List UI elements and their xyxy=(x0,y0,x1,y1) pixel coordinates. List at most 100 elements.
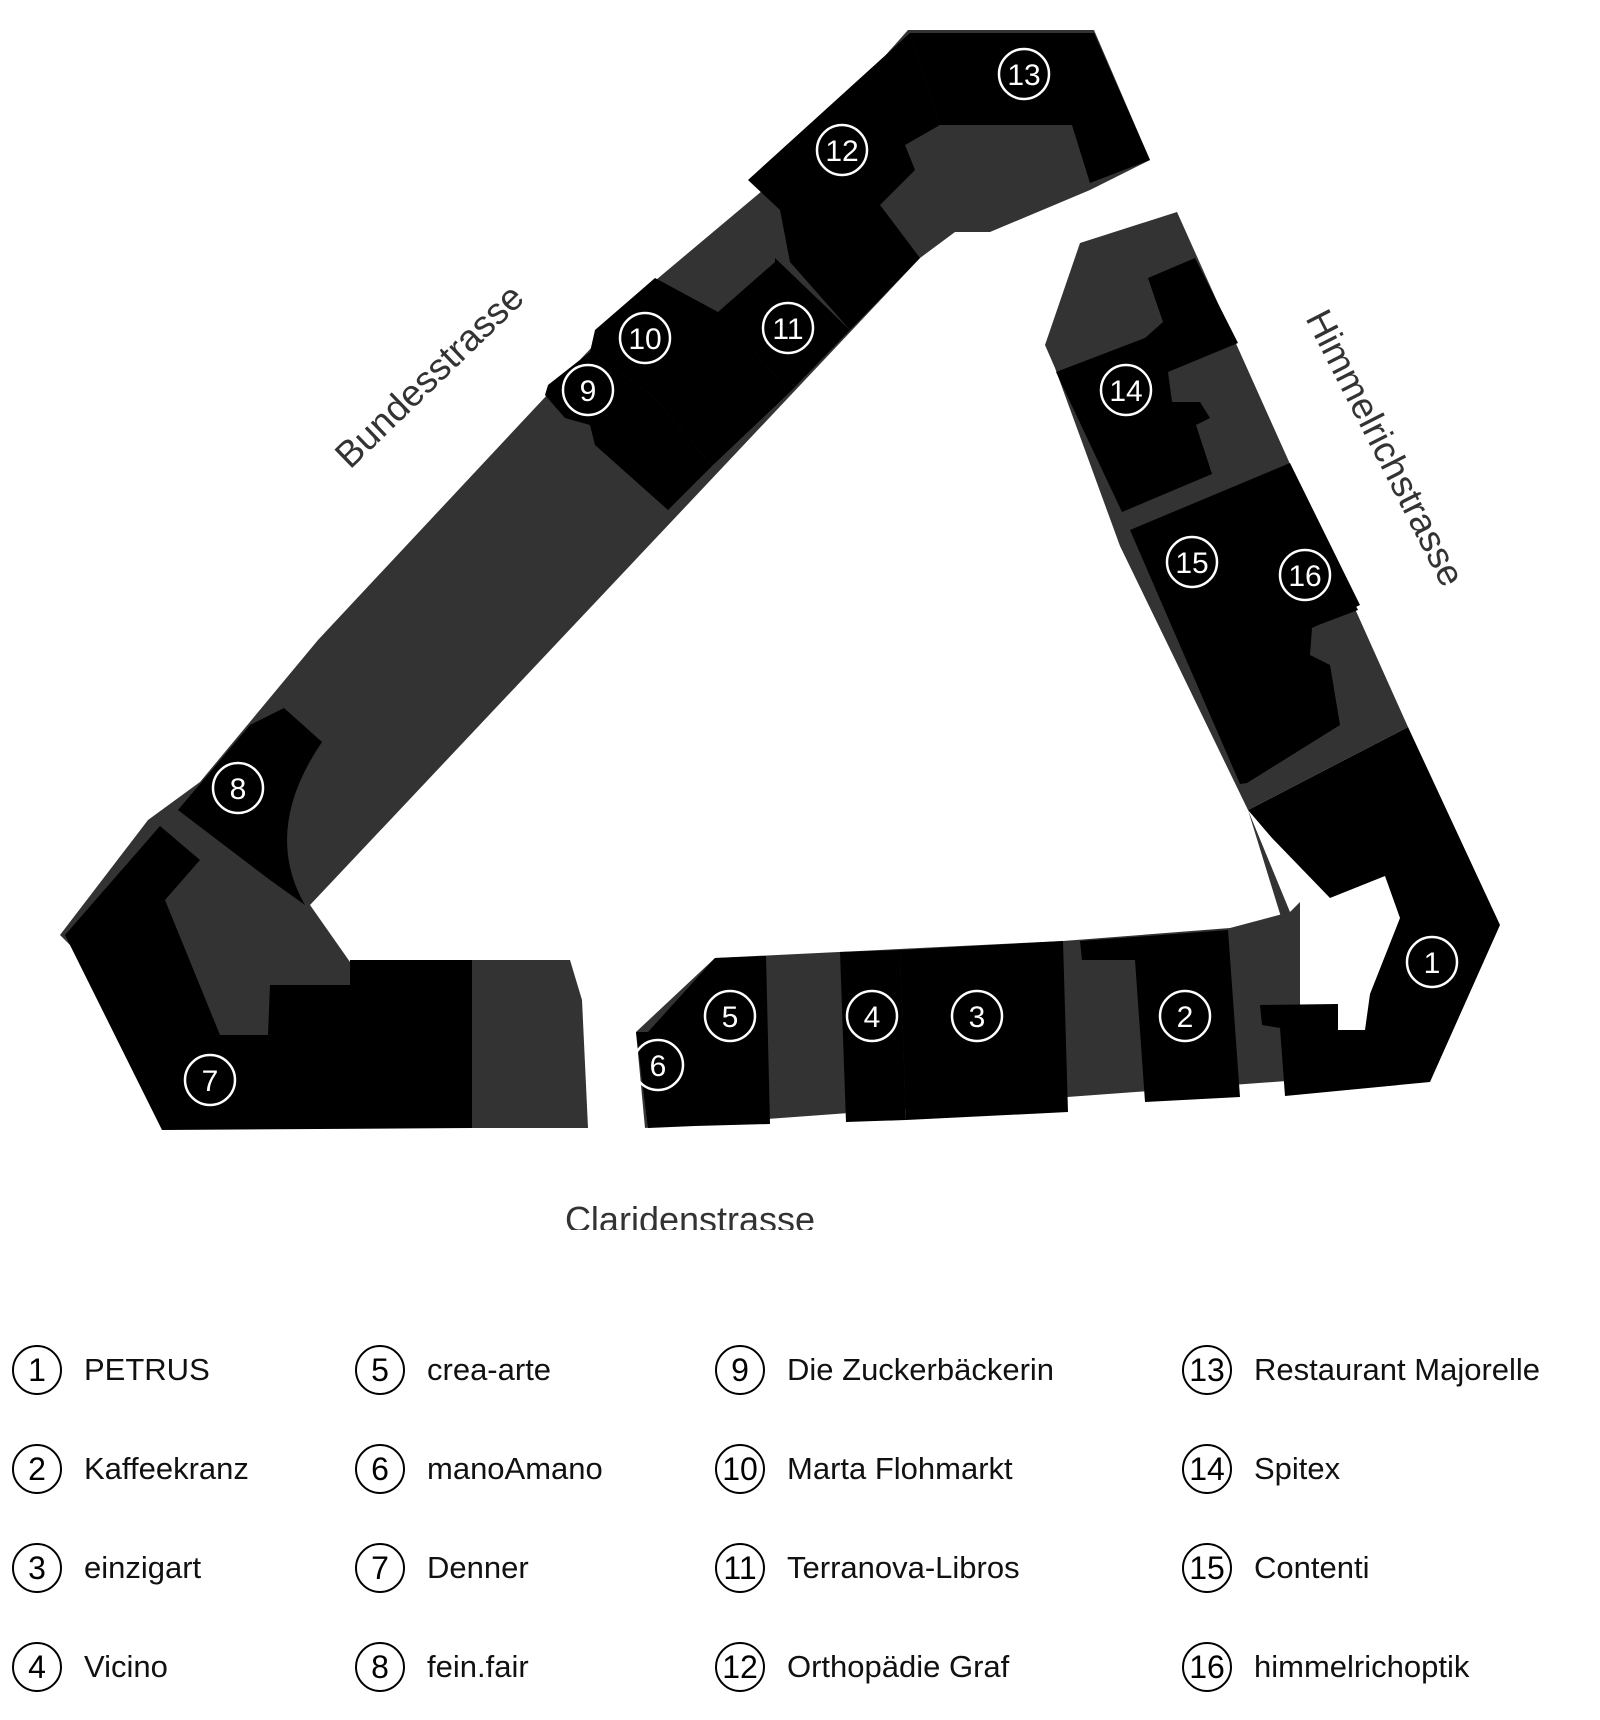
map-badge-number: 8 xyxy=(230,773,247,806)
legend-shop-name: Die Zuckerbäckerin xyxy=(787,1352,1055,1387)
map-badge-number: 9 xyxy=(580,375,597,408)
map-badge-4[interactable]: 4 xyxy=(845,989,899,1043)
map-badge-number: 4 xyxy=(864,1001,881,1034)
legend-shop-name: PETRUS xyxy=(84,1352,210,1387)
unit-8-shape[interactable] xyxy=(178,708,322,905)
legend-item-14[interactable]: 14 Spitex xyxy=(1182,1439,1340,1499)
map-badge-circle xyxy=(997,47,1051,101)
legend-shop-name: Marta Flohmarkt xyxy=(787,1451,1013,1486)
legend-item-9[interactable]: 9 Die Zuckerbäckerin xyxy=(715,1340,1054,1400)
map-badge-circle xyxy=(845,989,899,1043)
west-wing xyxy=(60,30,1150,1130)
map-badge-circle xyxy=(561,363,615,417)
map-badge-circle xyxy=(950,989,1004,1043)
legend-shop-name: Contenti xyxy=(1254,1550,1370,1585)
unit-7-annex xyxy=(472,960,588,1128)
map-badge-circle xyxy=(1278,548,1332,602)
unit-1-shape[interactable] xyxy=(1248,727,1500,1096)
map-badge-9[interactable]: 9 xyxy=(561,363,615,417)
legend-number-badge: 16 xyxy=(1182,1642,1232,1692)
legend-number-badge: 11 xyxy=(715,1543,765,1593)
unit-14-shape[interactable] xyxy=(1056,258,1238,512)
legend-item-1[interactable]: 1 PETRUS xyxy=(12,1340,210,1400)
map-badge-5[interactable]: 5 xyxy=(703,989,757,1043)
west-common-area xyxy=(60,30,1150,1035)
unit-5-shape[interactable] xyxy=(648,956,770,1126)
map-badge-circle xyxy=(211,761,265,815)
map-badge-11[interactable]: 11 xyxy=(761,301,815,355)
unit-10-shape[interactable] xyxy=(590,278,790,466)
map-badge-12[interactable]: 12 xyxy=(815,123,869,177)
legend-number-badge: 13 xyxy=(1182,1345,1232,1395)
map-badge-13[interactable]: 13 xyxy=(997,47,1051,101)
map-badge-circle xyxy=(618,311,672,365)
legend-shop-name: manoAmano xyxy=(427,1451,603,1486)
map-badge-circle xyxy=(183,1053,237,1107)
map-badge-16[interactable]: 16 xyxy=(1278,548,1332,602)
map-badge-3[interactable]: 3 xyxy=(950,989,1004,1043)
legend-number-badge: 14 xyxy=(1182,1444,1232,1494)
unit-3-shape[interactable] xyxy=(900,941,1068,1120)
map-badge-number: 2 xyxy=(1177,1001,1194,1034)
map-badge-number: 6 xyxy=(650,1050,667,1083)
legend-item-8[interactable]: 8 fein.fair xyxy=(355,1637,529,1697)
legend-shop-name: himmelrichoptik xyxy=(1254,1649,1470,1684)
legend-number-badge: 9 xyxy=(715,1345,765,1395)
legend-item-12[interactable]: 12 Orthopädie Graf xyxy=(715,1637,1009,1697)
legend-number-badge: 15 xyxy=(1182,1543,1232,1593)
floor-plan-map: Bundesstrasse Himmelrichstrasse Clariden… xyxy=(60,30,1500,1230)
legend-number-badge: 4 xyxy=(12,1642,62,1692)
map-badge-circle xyxy=(1165,535,1219,589)
unit-9-shape[interactable] xyxy=(545,352,712,510)
map-badge-number: 14 xyxy=(1109,375,1142,408)
map-badge-15[interactable]: 15 xyxy=(1165,535,1219,589)
legend-number-badge: 8 xyxy=(355,1642,405,1692)
legend-item-5[interactable]: 5 crea-arte xyxy=(355,1340,551,1400)
legend-number-badge: 7 xyxy=(355,1543,405,1593)
legend-shop-name: Kaffeekranz xyxy=(84,1451,249,1486)
legend-shop-name: crea-arte xyxy=(427,1352,552,1387)
unit-11-shape[interactable] xyxy=(718,258,850,392)
map-badge-2[interactable]: 2 xyxy=(1158,989,1212,1043)
unit-13-shape[interactable] xyxy=(910,33,1150,183)
map-badge-1[interactable]: 1 xyxy=(1405,935,1459,989)
legend-item-15[interactable]: 15 Contenti xyxy=(1182,1538,1369,1598)
map-badge-number: 10 xyxy=(628,323,661,356)
map-badge-number: 3 xyxy=(969,1001,986,1034)
legend-shop-name: fein.fair xyxy=(427,1649,529,1684)
east-wing xyxy=(1045,212,1408,930)
legend-number-badge: 3 xyxy=(12,1543,62,1593)
legend-number-badge: 1 xyxy=(12,1345,62,1395)
legend-shop-name: Orthopädie Graf xyxy=(787,1649,1010,1684)
legend-item-16[interactable]: 16 himmelrichoptik xyxy=(1182,1637,1469,1697)
legend-item-13[interactable]: 13 Restaurant Majorelle xyxy=(1182,1340,1540,1400)
unit-7-shape[interactable] xyxy=(65,826,472,1130)
map-badge-number: 13 xyxy=(1007,59,1040,92)
legend-item-11[interactable]: 11 Terranova-Libros xyxy=(715,1538,1020,1598)
unit-4-shape[interactable] xyxy=(840,950,906,1122)
map-badge-circle xyxy=(761,301,815,355)
legend-shop-name: Terranova-Libros xyxy=(787,1550,1020,1585)
map-badge-circle xyxy=(1099,363,1153,417)
legend-shop-name: Restaurant Majorelle xyxy=(1254,1352,1541,1387)
map-badge-8[interactable]: 8 xyxy=(211,761,265,815)
map-badge-6[interactable]: 6 xyxy=(631,1038,685,1092)
legend-shop-name: Spitex xyxy=(1254,1451,1341,1486)
map-badge-7[interactable]: 7 xyxy=(183,1053,237,1107)
map-badge-10[interactable]: 10 xyxy=(618,311,672,365)
legend-number-badge: 12 xyxy=(715,1642,765,1692)
map-badge-14[interactable]: 14 xyxy=(1099,363,1153,417)
map-badge-circle xyxy=(1405,935,1459,989)
unit-12-shape[interactable] xyxy=(748,33,940,330)
unit-16-shape[interactable] xyxy=(1245,498,1358,632)
map-badge-number: 15 xyxy=(1175,547,1208,580)
legend-number-badge: 5 xyxy=(355,1345,405,1395)
